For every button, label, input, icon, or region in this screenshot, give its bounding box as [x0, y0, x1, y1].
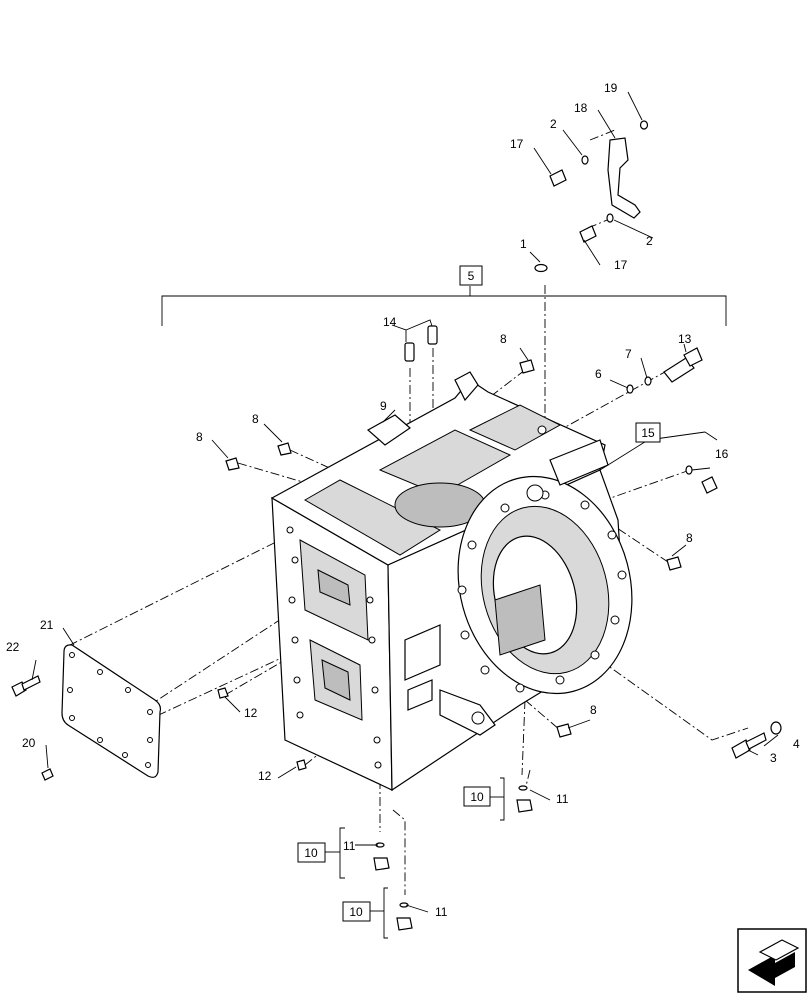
- callout-8d: 8: [686, 531, 693, 545]
- leader-lines: [31, 91, 779, 939]
- callout-6: 6: [595, 367, 602, 381]
- boxed-callouts: 5 15 10 10 10: [297, 265, 661, 922]
- flange-holes: [457, 490, 627, 693]
- callout-21: 21: [40, 618, 54, 632]
- callout-16: 16: [715, 447, 729, 461]
- callout-20: 20: [22, 736, 36, 750]
- navigation-arrow-icon[interactable]: [737, 928, 807, 993]
- callout-11a: 11: [556, 792, 569, 806]
- callout-17a: 17: [510, 137, 524, 151]
- callout-8b: 8: [196, 430, 203, 444]
- callout-8c: 8: [252, 412, 259, 426]
- callout-8a: 8: [500, 332, 507, 346]
- callout-19: 19: [604, 81, 618, 95]
- callout-box-15: [635, 422, 661, 443]
- callout-numbers: 1 2 2 3 4 6 7 8 8 8 8 8 9 11 11 11 12 12…: [6, 81, 800, 919]
- callout-box-10b: [297, 842, 326, 863]
- cover-plate: [61, 644, 162, 778]
- callout-2b: 2: [646, 234, 653, 248]
- callout-1: 1: [520, 237, 527, 251]
- assembly-5-bracket: [161, 286, 727, 326]
- callout-box-10a: [463, 786, 491, 807]
- callout-4: 4: [793, 737, 800, 751]
- tube-bracket: [607, 137, 641, 219]
- callout-22: 22: [6, 640, 20, 654]
- transmission-housing: [270, 371, 633, 792]
- callout-12b: 12: [258, 769, 272, 783]
- top-face-slot: [303, 479, 442, 556]
- callout-box-10c: [342, 901, 371, 922]
- callout-15: 15: [641, 426, 655, 440]
- callout-8e: 8: [590, 703, 597, 717]
- callout-17b: 17: [614, 258, 628, 272]
- callout-12a: 12: [244, 706, 258, 720]
- callout-18: 18: [574, 101, 588, 115]
- callout-13: 13: [678, 332, 692, 346]
- callout-11c: 11: [435, 905, 448, 919]
- callout-14: 14: [383, 315, 397, 329]
- callout-11b: 11: [343, 839, 356, 853]
- callout-box-5: [459, 265, 483, 286]
- callout-3: 3: [770, 751, 777, 765]
- callout-10a: 10: [470, 790, 484, 804]
- left-face-holes: [286, 526, 382, 769]
- callout-10c: 10: [349, 905, 363, 919]
- callout-9: 9: [380, 399, 387, 413]
- callout-2a: 2: [550, 117, 557, 131]
- callout-10b: 10: [304, 846, 318, 860]
- top-face-opening-b: [468, 404, 562, 451]
- callout-5: 5: [468, 269, 475, 283]
- callout-7: 7: [625, 347, 632, 361]
